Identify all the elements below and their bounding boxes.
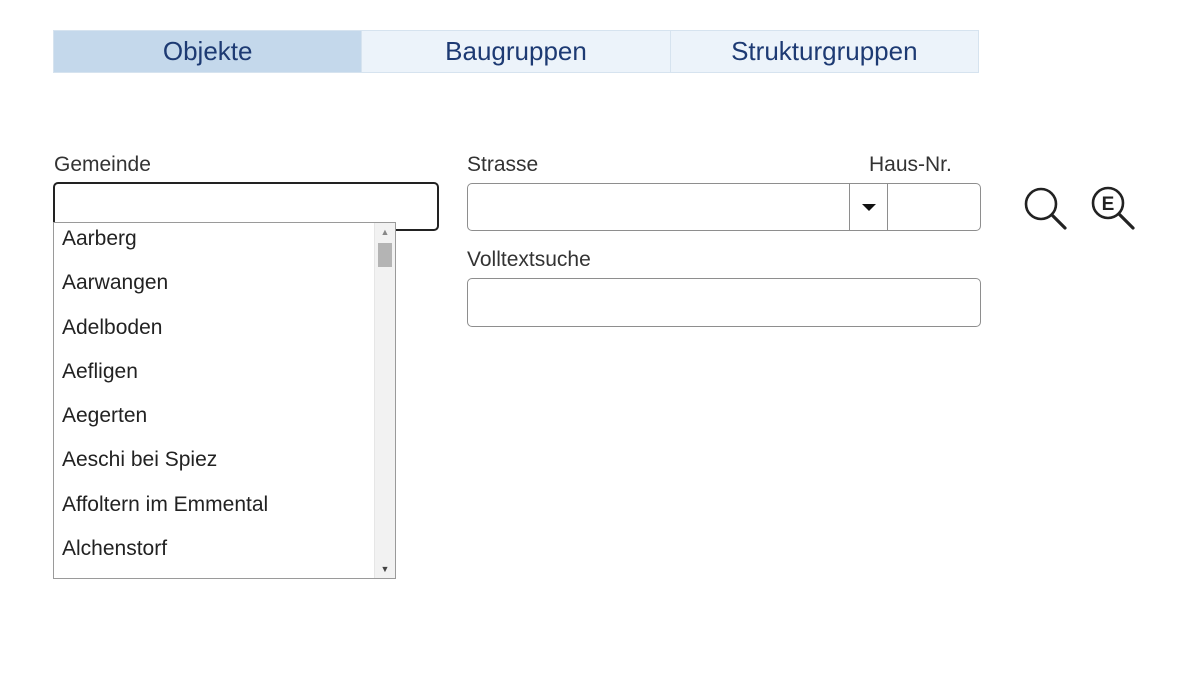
gemeinde-option[interactable]: Affoltern im Emmental [62,492,269,516]
main-tabs: Objekte Baugruppen Strukturgruppen [53,30,979,73]
hausnr-input[interactable] [888,183,981,231]
chevron-down-icon [861,203,876,211]
volltext-label: Volltextsuche [467,248,591,271]
scroll-down-arrow-icon[interactable]: ▼ [380,564,390,574]
strasse-input[interactable] [468,184,849,230]
tab-strukturgruppen[interactable]: Strukturgruppen [731,36,918,66]
strasse-label: Strasse [467,153,539,176]
gemeinde-option[interactable]: Aarwangen [62,271,169,295]
gemeinde-dropdown-list: Aarberg Aarwangen Adelboden Aefligen Aeg… [53,222,396,579]
gemeinde-label: Gemeinde [54,153,151,176]
extended-search-icon: E [1091,186,1135,230]
hausnr-label: Haus-Nr. [869,153,952,176]
gemeinde-option[interactable]: Aegerten [62,404,148,428]
gemeinde-option[interactable]: Alchenstorf [62,537,168,561]
dropdown-scrollbar[interactable]: ▲ ▼ [374,223,395,578]
gemeinde-option[interactable]: Adelboden [62,315,163,339]
gemeinde-option[interactable]: Aeschi bei Spiez [62,448,218,472]
scroll-up-arrow-icon[interactable]: ▲ [380,227,390,237]
strasse-combobox [467,183,888,231]
search-button[interactable] [1020,183,1070,233]
volltext-input[interactable] [467,278,981,327]
extended-search-letter: E [1102,194,1115,215]
search-icon [1024,187,1067,230]
strasse-dropdown-button[interactable] [849,184,887,230]
scroll-thumb[interactable] [378,243,392,267]
tab-objekte[interactable]: Objekte [54,31,363,72]
gemeinde-option[interactable]: Aarberg [62,227,137,250]
tab-baugruppen[interactable]: Baugruppen [362,31,671,72]
extended-search-button[interactable]: E [1088,183,1140,233]
gemeinde-option[interactable]: Aefligen [62,359,138,383]
